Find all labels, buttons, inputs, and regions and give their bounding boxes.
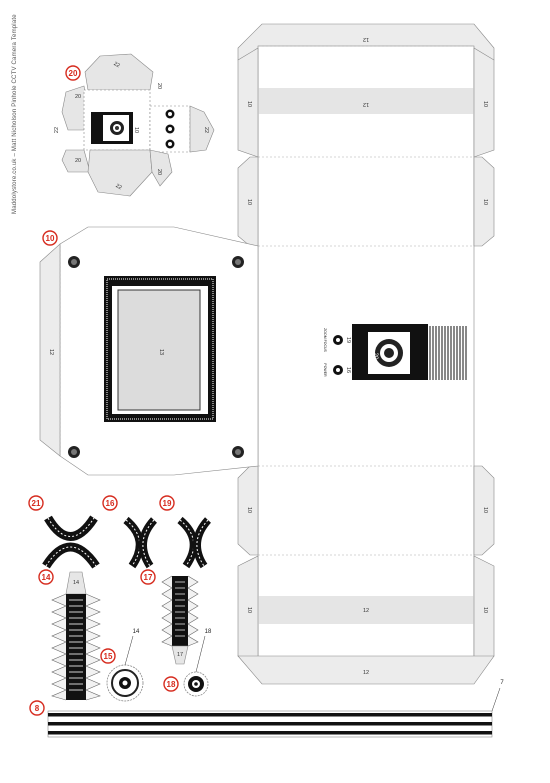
top-flap-number: 12 — [363, 36, 369, 42]
bottom-flap-number: 12 — [363, 670, 369, 676]
part-marker-19: 19 — [159, 495, 175, 511]
part-19-arcs — [177, 516, 212, 569]
small-box-right-number: 22 — [203, 127, 209, 133]
side-right-b-number: 10 — [482, 199, 488, 205]
part-marker-16-label: 16 — [106, 499, 115, 508]
part-marker-20-label: 20 — [69, 69, 78, 78]
bracket-top-number: 14 — [73, 580, 79, 586]
part-marker-19-label: 19 — [163, 499, 172, 508]
knob-16-caption: POWER — [323, 363, 327, 377]
small-lens-number: 10 — [133, 127, 139, 133]
part-15-lens — [106, 635, 144, 702]
side-caption: Maddolystore.co.uk – Matt Nicholson Pinh… — [12, 14, 18, 214]
small-left-number: 20 — [75, 94, 81, 100]
part-marker-14-label: 14 — [42, 573, 51, 582]
bottom-band-number: 12 — [363, 608, 369, 614]
small-bottom-right-number: 20 — [156, 169, 162, 175]
knob-19-caption: ZOOM FOCUS — [323, 328, 327, 352]
side-right-d-number: 10 — [482, 607, 488, 613]
small-top-number: 22 — [112, 61, 120, 69]
part-17-arm — [161, 575, 199, 665]
part-16-arcs — [123, 516, 158, 569]
part-marker-20: 20 — [65, 65, 81, 81]
part-marker-21: 21 — [28, 495, 44, 511]
part-marker-16: 16 — [102, 495, 118, 511]
screen-number: 13 — [158, 349, 164, 355]
side-left-c-number: 10 — [246, 507, 252, 513]
part-marker-18-label: 18 — [167, 680, 176, 689]
part-marker-18: 18 — [163, 676, 179, 692]
small-bottom-number: 22 — [114, 183, 122, 191]
part-marker-10: 10 — [42, 230, 58, 246]
part-18-lens — [183, 635, 209, 697]
side-left-a-number: 10 — [246, 101, 252, 107]
part-marker-15-label: 15 — [104, 652, 113, 661]
part-marker-14: 14 — [38, 569, 54, 585]
lens-18-callout: 18 — [205, 629, 212, 635]
part-marker-10-label: 10 — [46, 234, 55, 243]
part-marker-8: 8 — [29, 700, 45, 716]
part-marker-8-label: 8 — [35, 704, 40, 713]
part-marker-17-label: 17 — [144, 573, 153, 582]
part-marker-15: 15 — [100, 648, 116, 664]
lens-box-number: 20 — [372, 353, 378, 360]
part-20-net — [61, 53, 215, 197]
part-21-arcs — [42, 515, 100, 569]
top-band-number: 12 — [363, 101, 369, 107]
small-box-left-number: 22 — [54, 127, 60, 133]
part-marker-17: 17 — [140, 569, 156, 585]
lens-box: 20 — [333, 324, 470, 380]
side-right-a-number: 10 — [482, 101, 488, 107]
part-8-strip — [47, 687, 501, 738]
knob-16-number: 16 — [345, 367, 351, 373]
lens-15-callout: 14 — [133, 629, 140, 635]
knob-19-number: 19 — [345, 337, 351, 343]
part-marker-21-label: 21 — [32, 499, 41, 508]
small-right-number: 20 — [156, 83, 162, 89]
strip-8-callout: 7 — [500, 680, 504, 686]
arm-bottom-number: 17 — [177, 652, 183, 658]
left-flap-number: 12 — [48, 349, 54, 355]
side-left-d-number: 10 — [246, 607, 252, 613]
corner-screws — [68, 256, 244, 458]
small-bottom-left-number: 20 — [75, 158, 81, 164]
side-left-b-number: 10 — [246, 199, 252, 205]
part-14-bracket — [51, 571, 101, 701]
side-right-c-number: 10 — [482, 507, 488, 513]
